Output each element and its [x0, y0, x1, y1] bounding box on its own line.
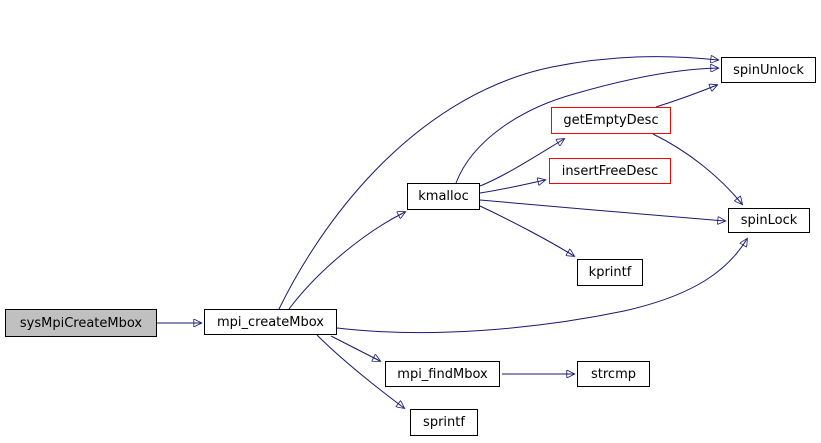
edge-mpi_createMbox-spinUnlock — [278, 57, 718, 310]
edge-mpi_createMbox-sprintf — [316, 334, 404, 408]
edge-getEmptyDesc-spinLock — [652, 133, 742, 204]
node-kmalloc[interactable]: kmalloc — [407, 183, 480, 210]
node-spinUnlock[interactable]: spinUnlock — [721, 57, 816, 83]
node-mpi_findMbox[interactable]: mpi_findMbox — [385, 361, 500, 387]
node-spinLock[interactable]: spinLock — [728, 208, 810, 233]
edge-kmalloc-kprintf — [479, 205, 574, 256]
edge-kmalloc-insertFreeDesc — [479, 180, 545, 194]
edge-mpi_createMbox-kmalloc — [288, 212, 405, 310]
node-insertFreeDesc[interactable]: insertFreeDesc — [549, 158, 671, 184]
edge-getEmptyDesc-spinUnlock — [655, 85, 717, 108]
edge-mpi_createMbox-mpi_findMbox — [330, 335, 380, 361]
edge-kmalloc-spinUnlock — [455, 68, 718, 184]
node-strcmp[interactable]: strcmp — [577, 361, 650, 387]
node-sysMpiCreateMbox[interactable]: sysMpiCreateMbox — [5, 309, 157, 337]
edge-mpi_createMbox-spinLock — [336, 239, 747, 334]
node-mpi_createMbox[interactable]: mpi_createMbox — [204, 309, 337, 335]
edge-kmalloc-spinLock — [479, 199, 725, 221]
node-kprintf[interactable]: kprintf — [577, 259, 643, 286]
node-sprintf[interactable]: sprintf — [410, 409, 478, 436]
node-getEmptyDesc[interactable]: getEmptyDesc — [551, 107, 671, 134]
edge-kmalloc-getEmptyDesc — [479, 139, 564, 187]
